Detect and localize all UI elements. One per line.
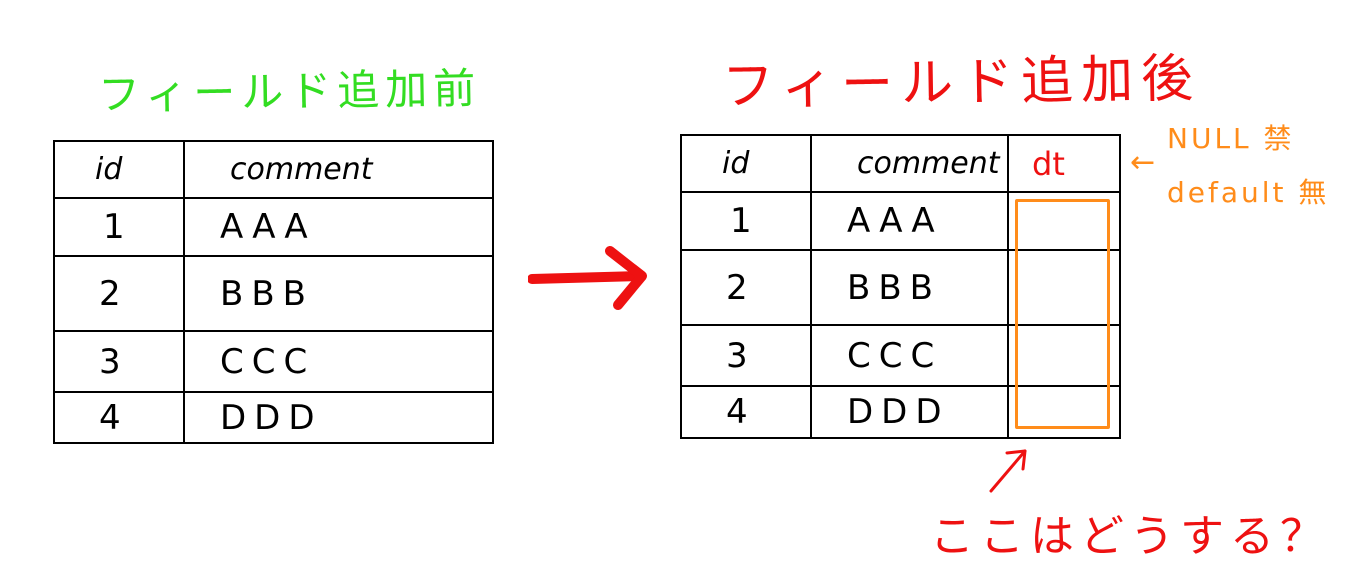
up-right-arrow-icon xyxy=(989,449,1027,493)
table-row: 1 AAA xyxy=(682,193,1119,251)
table-row: 1 AAA xyxy=(55,199,492,257)
table-row: 3 CCC xyxy=(55,332,492,393)
row-id: 1 xyxy=(730,201,752,241)
table-header-row: id comment dt xyxy=(682,136,1119,193)
header-comment: comment xyxy=(230,152,373,187)
table-row: 4 DDD xyxy=(682,387,1119,437)
row-id: 3 xyxy=(726,335,748,376)
header-id: id xyxy=(722,146,750,181)
row-id: 2 xyxy=(726,267,748,308)
left-arrow-icon: ← xyxy=(1130,145,1156,180)
column-divider xyxy=(183,142,185,442)
constraint-not-null: NULL 禁 xyxy=(1167,122,1295,155)
row-comment: BBB xyxy=(220,273,314,314)
table-row: 4 DDD xyxy=(55,393,492,442)
column-divider xyxy=(810,136,812,437)
question-text: ここはどうする？ xyxy=(930,511,1330,562)
table-row: 3 CCC xyxy=(682,326,1119,387)
row-id: 4 xyxy=(726,392,748,432)
row-comment: BBB xyxy=(847,267,941,308)
after-table: id comment dt 1 AAA 2 BBB 3 CCC 4 DDD xyxy=(680,134,1121,439)
table-header-row: id comment xyxy=(55,142,492,199)
row-comment: CCC xyxy=(220,341,316,382)
row-comment: AAA xyxy=(220,207,316,247)
row-id: 4 xyxy=(99,397,121,438)
header-comment: comment xyxy=(857,146,1000,181)
constraint-note: NULL 禁 default 無 xyxy=(1167,112,1329,220)
header-id: id xyxy=(95,152,123,187)
right-arrow-icon xyxy=(528,246,647,310)
after-title: フィールド追加後 xyxy=(721,48,1202,118)
column-divider xyxy=(1007,136,1009,437)
row-comment: AAA xyxy=(847,201,943,241)
row-comment: DDD xyxy=(220,397,323,438)
row-id: 3 xyxy=(99,341,121,382)
row-id: 2 xyxy=(99,273,121,314)
header-dt: dt xyxy=(1032,144,1065,183)
row-id: 1 xyxy=(103,207,125,247)
dt-column-highlight xyxy=(1015,199,1110,429)
row-comment: CCC xyxy=(847,335,943,376)
before-title: フィールド追加前 xyxy=(97,63,482,120)
table-row: 2 BBB xyxy=(55,257,492,332)
table-row: 2 BBB xyxy=(682,251,1119,326)
before-table: id comment 1 AAA 2 BBB 3 CCC 4 DDD xyxy=(53,140,494,444)
row-comment: DDD xyxy=(847,392,950,432)
constraint-no-default: default 無 xyxy=(1167,176,1330,209)
